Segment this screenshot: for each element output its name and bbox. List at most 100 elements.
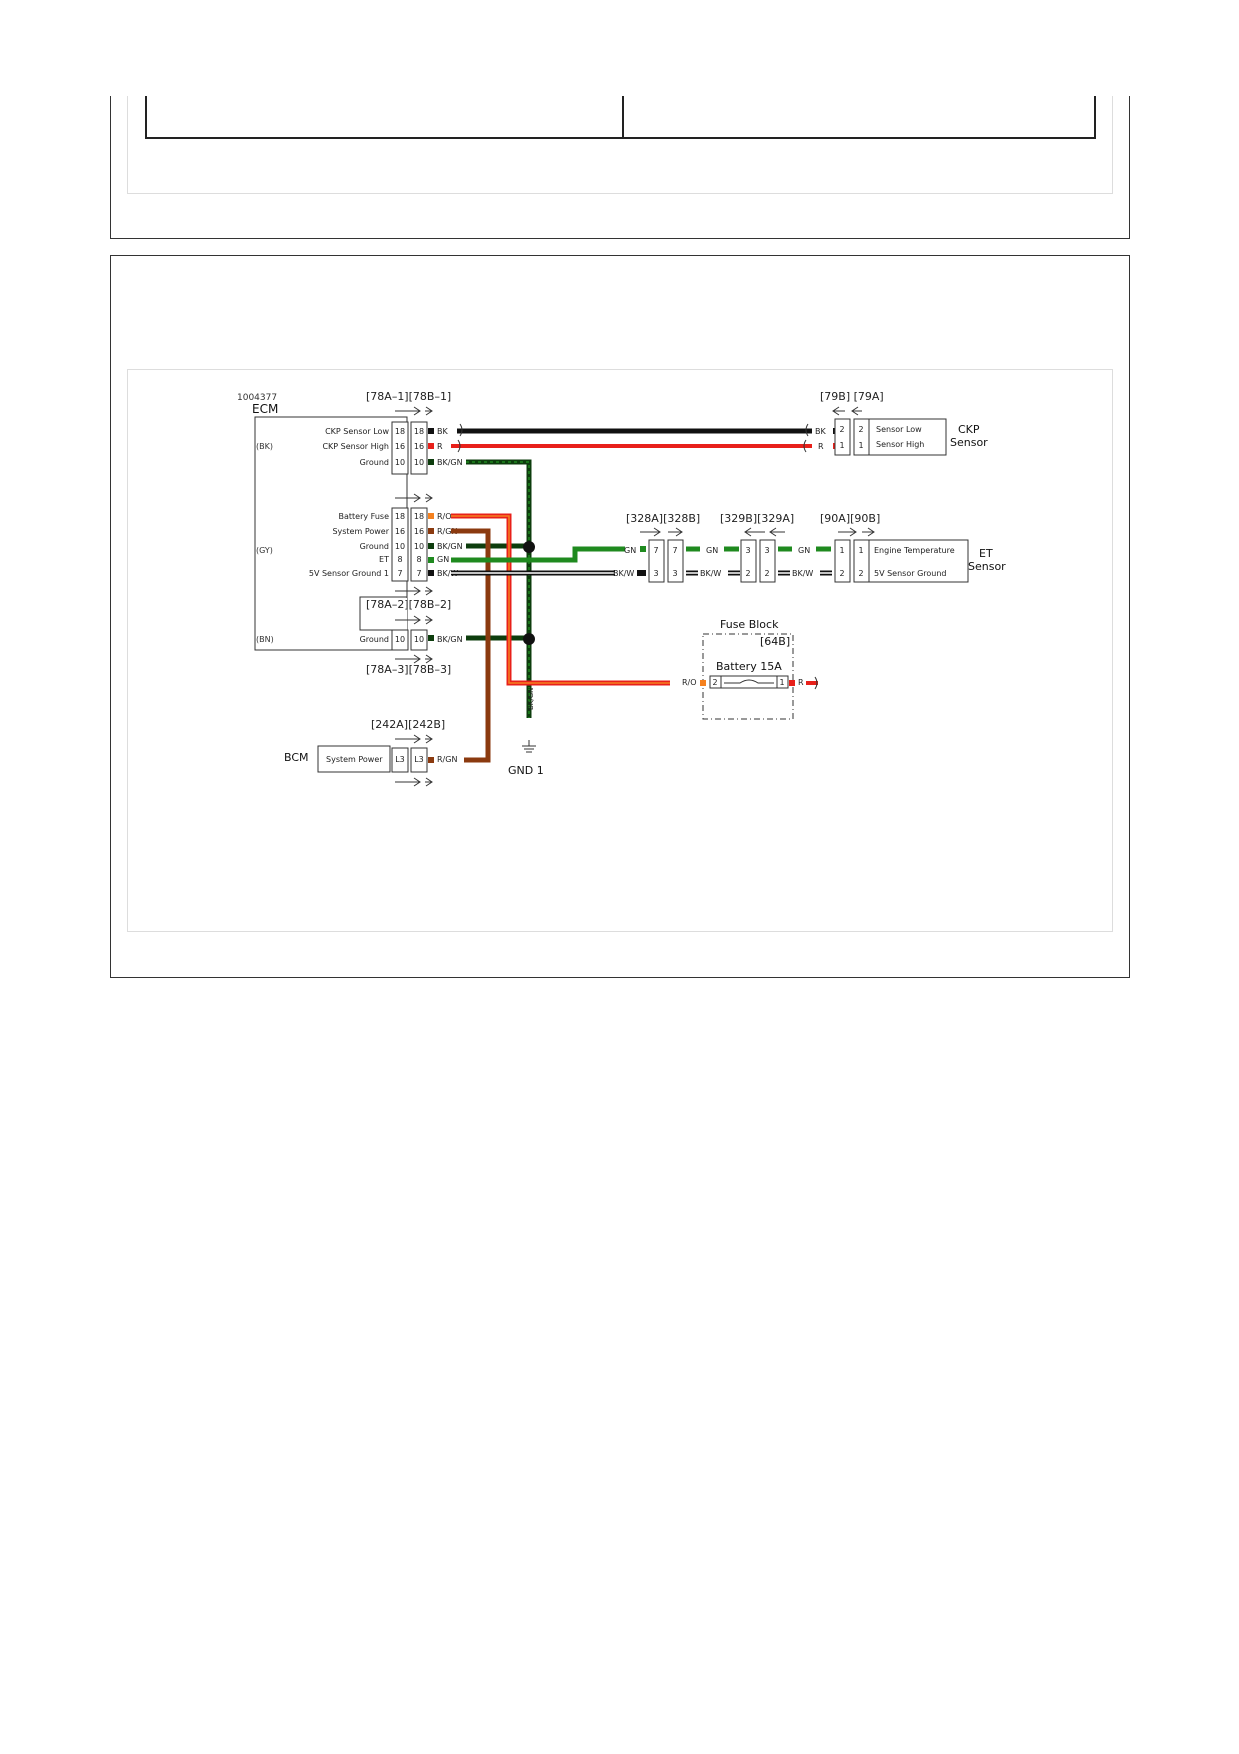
et-sensor-title: ET	[979, 547, 993, 560]
connector-79-label: [79B] [79A]	[820, 390, 884, 403]
wire-label: BK/GN	[437, 542, 463, 551]
pin-number: 1	[839, 546, 844, 555]
pin-number: 2	[764, 569, 769, 578]
bcm-title: BCM	[284, 751, 309, 764]
ecm-pin-label: System Power	[332, 527, 389, 536]
connector-78-2-label: [78A–2][78B–2]	[366, 598, 451, 611]
ckp-pin-label: Sensor High	[876, 440, 924, 449]
pin-number: 8	[397, 555, 402, 564]
wire-battery-fuse	[451, 513, 670, 686]
ground-wire-label: BK/GN	[527, 688, 535, 710]
connector-329: [329B][329A] 3 3 2 2	[720, 512, 794, 583]
top-table-divider	[622, 96, 624, 137]
ecm-pin-label: Ground	[360, 635, 389, 644]
fuse-block-title: Fuse Block	[720, 618, 779, 631]
ckp-sensor: 2 2 1 1 Sensor Low Sensor High CKP Senso…	[839, 418, 988, 456]
wire-label: BK/W	[613, 569, 634, 578]
wire-et-signal	[451, 546, 625, 563]
pin-number: 1	[858, 546, 863, 555]
ecm-pin-label: Ground	[360, 458, 389, 467]
pin-number: 18	[395, 512, 405, 521]
pin-number: 8	[416, 555, 421, 564]
connector-329-label: [329B][329A]	[720, 512, 794, 525]
pin-number: 7	[672, 546, 677, 555]
fuse-block: Fuse Block [64B] Battery 15A 2 1 R/O R	[682, 618, 818, 720]
pin-number: 2	[858, 425, 863, 434]
et-pin-label: Engine Temperature	[874, 546, 955, 555]
pin-number: 10	[414, 542, 424, 551]
pin-number: 2	[839, 425, 844, 434]
et-pin-label: 5V Sensor Ground	[874, 569, 947, 578]
connector-78-1: [78A–1][78B–1]	[366, 390, 451, 475]
pin-number: 16	[395, 527, 405, 536]
pin-number: 10	[395, 542, 405, 551]
pin-number: 2	[858, 569, 863, 578]
pin-number: 2	[745, 569, 750, 578]
wire-system-power	[451, 528, 491, 763]
ckp-sensor-title: Sensor	[950, 436, 988, 449]
pin-number: 1	[839, 441, 844, 450]
pin-number: 7	[397, 569, 402, 578]
ecm-title: ECM	[252, 402, 278, 416]
pin-number: L3	[395, 755, 405, 764]
wire-label: BK/GN	[437, 458, 463, 467]
ecm-bn-notch	[360, 598, 407, 630]
wire-label: R	[798, 678, 804, 687]
et-sensor-title: Sensor	[968, 560, 1006, 573]
pin-number: 18	[395, 427, 405, 436]
wire-label: BK	[815, 427, 826, 436]
ecm-pin-label: CKP Sensor High	[322, 442, 389, 451]
pin-number: 1	[779, 678, 784, 687]
splice-point	[523, 541, 535, 553]
wire-label: BK/GN	[437, 635, 463, 644]
wire-label: R/GN	[437, 755, 457, 764]
pin-number: 10	[414, 458, 424, 467]
pin-number: 16	[414, 442, 424, 451]
wire-label: R/O	[437, 512, 452, 521]
ckp-pin-label: Sensor Low	[876, 425, 922, 434]
wire-label: BK	[437, 427, 448, 436]
connector-78-3: [78A–3][78B–3]	[366, 615, 451, 676]
pin-number: 2	[839, 569, 844, 578]
top-panel	[110, 96, 1130, 239]
pin-number: 1	[858, 441, 863, 450]
ecm-pin-label: 5V Sensor Ground 1	[309, 569, 389, 578]
diagram-inner	[127, 369, 1113, 932]
wire-label: R/GN	[437, 527, 457, 536]
ecm-pin-label: CKP Sensor Low	[325, 427, 389, 436]
connector-242-label: [242A][242B]	[371, 718, 445, 731]
pin-number: 16	[414, 527, 424, 536]
connector-79: [79B] [79A] BK R	[815, 390, 884, 456]
diagram-panel	[110, 255, 1130, 978]
wire-label: GN	[706, 546, 718, 555]
pin-number: 7	[653, 546, 658, 555]
pin-number: 3	[653, 569, 658, 578]
bcm-pin-label: System Power	[326, 755, 383, 764]
ecm-pin-label: Ground	[360, 542, 389, 551]
ground-symbol	[522, 740, 536, 753]
pin-number: 10	[414, 635, 424, 644]
ecm-group-bn: (BN)	[256, 635, 274, 644]
pin-number: 2	[712, 678, 717, 687]
wire-label: R	[818, 442, 824, 451]
connector-328: [328A][328B] 7 7 3 3 GN BK/W	[613, 512, 700, 583]
wire-label: BK/W	[700, 569, 721, 578]
ground-label: GND 1	[508, 764, 544, 777]
connector-78-3-label: [78A–3][78B–3]	[366, 663, 451, 676]
connector-78-2: [78A–2][78B–2]	[366, 493, 451, 611]
top-panel-inner	[127, 96, 1113, 194]
wire-label: R/O	[682, 678, 697, 687]
fuse-label: Battery 15A	[716, 660, 782, 673]
ecm-pin-label: ET	[379, 555, 389, 564]
wire-label: BK/W	[792, 569, 813, 578]
connector-90-label: [90A][90B]	[820, 512, 880, 525]
top-table	[145, 96, 1096, 139]
wire-label: BK/W	[437, 569, 458, 578]
ecm-group-bk: (BK)	[256, 442, 273, 451]
pin-number: 3	[764, 546, 769, 555]
et-sensor: 1 1 2 2 Engine Temperature 5V Sensor Gro…	[839, 539, 1006, 583]
ecm-pin-label: Battery Fuse	[339, 512, 390, 521]
pin-number: 3	[672, 569, 677, 578]
pin-number: L3	[414, 755, 424, 764]
